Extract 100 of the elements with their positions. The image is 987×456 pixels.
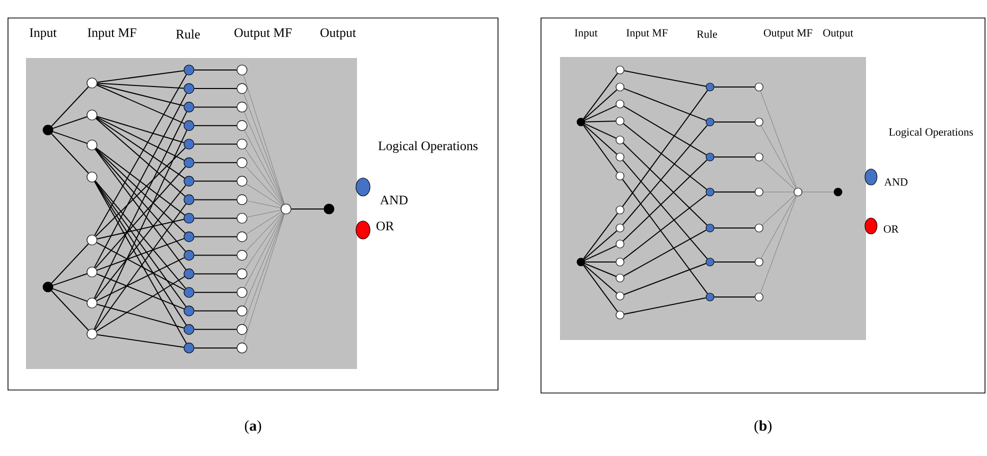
connector-line xyxy=(243,214,285,344)
connector-line xyxy=(51,86,89,127)
connector-line xyxy=(583,264,618,312)
membership-node xyxy=(616,100,624,108)
membership-node xyxy=(236,64,248,76)
connector-line xyxy=(245,212,283,252)
connector-line xyxy=(584,245,617,261)
connector-line xyxy=(96,304,184,329)
connector-line xyxy=(194,218,238,219)
connector-line xyxy=(246,212,282,234)
legend-label: AND xyxy=(380,196,408,204)
connector-line xyxy=(622,160,708,260)
connector-line xyxy=(96,118,186,179)
connector-line xyxy=(760,90,797,188)
connector-line xyxy=(96,242,185,290)
connector-line xyxy=(714,86,756,88)
connector-line xyxy=(623,230,707,276)
membership-node xyxy=(236,176,248,186)
connector-line xyxy=(714,156,756,158)
connector-line xyxy=(194,125,238,126)
membership-node xyxy=(616,292,624,300)
membership-node xyxy=(754,292,764,302)
connector-line xyxy=(194,236,238,238)
connector-line xyxy=(244,214,284,306)
connector-line xyxy=(584,124,618,155)
membership-node xyxy=(616,136,624,144)
connector-line xyxy=(583,125,618,174)
membership-node xyxy=(86,266,98,278)
membership-node xyxy=(236,212,248,224)
connector-line xyxy=(52,116,88,129)
membership-node xyxy=(616,240,624,248)
connector-line xyxy=(96,116,184,144)
membership-node xyxy=(616,206,624,214)
connector-line xyxy=(96,116,185,161)
membership-node xyxy=(86,328,98,340)
column-header: Rule xyxy=(696,30,718,38)
membership-node xyxy=(86,110,98,120)
membership-node xyxy=(754,82,764,92)
connector-line xyxy=(51,243,89,284)
membership-node xyxy=(280,204,292,214)
connector-line xyxy=(244,214,284,325)
connector-line xyxy=(762,160,796,190)
connector-line xyxy=(584,264,618,294)
legend-title: Logical Operations xyxy=(889,128,973,138)
connector-line xyxy=(96,148,186,216)
connector-line xyxy=(95,148,186,252)
input-output-node xyxy=(576,118,586,126)
connector-line xyxy=(244,112,284,204)
connector-line xyxy=(96,218,184,240)
connector-line xyxy=(622,123,708,190)
column-header: Output MF xyxy=(234,28,292,40)
membership-node xyxy=(754,258,764,266)
legend-label: AND xyxy=(884,178,908,186)
connector-line xyxy=(622,90,708,208)
input-output-node xyxy=(42,282,54,292)
membership-node xyxy=(236,83,248,94)
connector-line xyxy=(96,276,185,332)
connector-line xyxy=(96,257,185,302)
connector-line xyxy=(194,144,238,145)
membership-node xyxy=(616,172,624,180)
membership-node xyxy=(616,258,624,266)
connector-line xyxy=(622,160,708,242)
membership-node xyxy=(236,138,248,150)
connector-line xyxy=(245,166,283,206)
membership-node xyxy=(616,152,624,162)
connector-line xyxy=(622,142,708,226)
connector-line xyxy=(244,130,284,205)
connector-line xyxy=(52,273,88,286)
membership-node xyxy=(794,188,802,196)
input-output-node xyxy=(576,258,586,266)
membership-node xyxy=(86,298,98,308)
connector-line xyxy=(243,74,285,204)
connector-line xyxy=(194,328,238,330)
membership-node xyxy=(86,78,98,88)
connector-line xyxy=(244,93,284,204)
membership-node xyxy=(236,342,248,354)
connector-line xyxy=(194,106,238,108)
membership-node xyxy=(86,140,98,150)
connector-line xyxy=(584,230,618,260)
connector-line xyxy=(96,238,185,271)
connector-line xyxy=(52,131,88,144)
connector-line xyxy=(584,263,617,277)
connector-line xyxy=(94,74,187,236)
connector-line xyxy=(94,111,188,299)
connector-line xyxy=(246,184,282,206)
connector-line xyxy=(584,89,618,120)
membership-node xyxy=(236,194,248,206)
connector-line xyxy=(246,200,282,208)
membership-node xyxy=(236,231,248,242)
connector-line xyxy=(95,166,186,269)
membership-node xyxy=(236,120,248,131)
connector-line xyxy=(94,148,186,270)
membership-node xyxy=(86,234,98,246)
membership-node xyxy=(236,268,248,280)
connector-line xyxy=(623,106,707,156)
connector-line xyxy=(96,70,184,83)
column-header: Input MF xyxy=(88,28,136,40)
membership-node xyxy=(616,66,624,74)
connector-line xyxy=(584,105,617,121)
connector-line xyxy=(244,213,284,288)
